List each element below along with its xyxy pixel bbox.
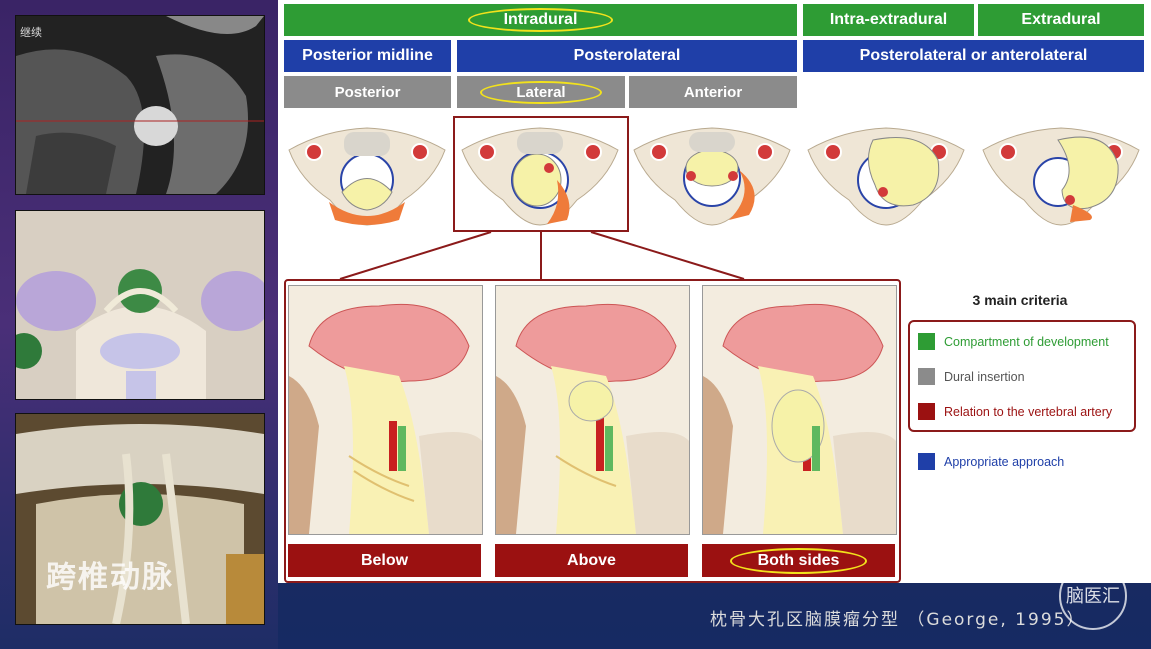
lateral-label: Lateral [480,80,602,104]
label-below: Below [288,544,481,577]
illustration-both-sides [702,285,897,535]
legend-label: Compartment of development [944,334,1109,349]
mri-label: 继续 [20,27,42,39]
vertebra-diagram-intra-extradural [803,120,969,230]
legend-label: Dural insertion [944,369,1025,384]
header-posterolateral-or-anterolateral: Posterolateral or anterolateral [803,40,1144,72]
left-image-panel: 继续 跨椎动脉 [0,0,278,649]
label-above: Above [495,544,688,577]
watermark-text: 跨椎动脉 [46,560,174,595]
vertebra-diagram-posterior [284,120,450,230]
criteria-legend-frame [908,320,1136,432]
selected-vertebra-frame [453,116,629,232]
legend-swatch-blue [918,453,935,470]
header-intra-extradural: Intra-extradural [803,4,974,36]
header-anterior: Anterior [629,76,797,108]
footer-caption: 枕骨大孔区脑膜瘤分型 （George, 1995） [710,610,1086,630]
mri-thumbnail: 继续 [15,15,265,195]
criteria-title: 3 main criteria [972,292,1068,308]
header-posterior-midline: Posterior midline [284,40,451,72]
legend-swatch-gray [918,368,935,385]
brand-logo: 脑医汇 [1050,560,1136,632]
header-extradural: Extradural [978,4,1144,36]
3d-render-thumbnail-top [15,210,265,400]
legend-swatch-green [918,333,935,350]
legend-compartment: Compartment of development [918,333,1109,350]
header-intradural: Intradural [284,4,797,36]
connector-lines [339,231,745,280]
slide-content: Intradural Intra-extradural Extradural P… [278,0,1151,583]
detail-frame [284,279,901,583]
logo-text: 脑医汇 [1066,586,1120,607]
both-sides-label: Both sides [729,547,868,574]
legend-label: Appropriate approach [944,454,1065,469]
vertebra-diagram-anterior [629,120,795,230]
header-posterior: Posterior [284,76,451,108]
illustration-below [288,285,483,535]
intradural-label: Intradural [467,8,614,32]
3d-render-thumbnail-bottom: 跨椎动脉 [15,413,265,625]
vertebra-diagram-lateral [457,120,623,230]
legend-dural-insertion: Dural insertion [918,368,1025,385]
legend-approach: Appropriate approach [918,453,1064,470]
header-lateral: Lateral [457,76,625,108]
header-posterolateral: Posterolateral [457,40,797,72]
legend-label: Relation to the vertebral artery [944,404,1113,419]
label-both-sides: Both sides [702,544,895,577]
legend-swatch-red [918,403,935,420]
legend-vertebral-artery: Relation to the vertebral artery [918,403,1112,420]
vertebra-diagram-extradural [978,120,1144,230]
illustration-above [495,285,690,535]
